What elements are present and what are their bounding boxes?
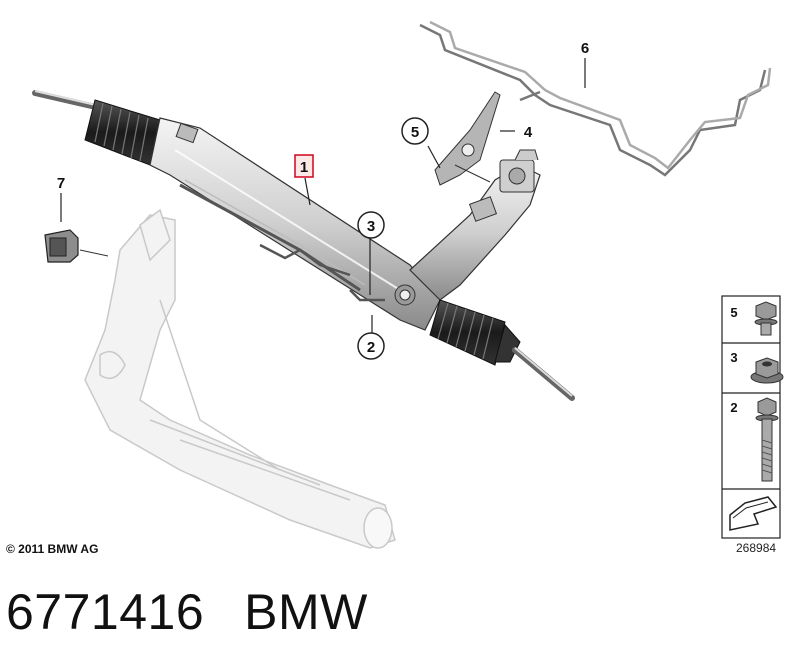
callout-5[interactable]: 5 <box>401 117 429 145</box>
callout-3[interactable]: 3 <box>357 211 385 239</box>
right-tie-rod <box>512 347 575 401</box>
ghost-steering-rack <box>84 208 396 549</box>
part-caption: 6771416 BMW <box>6 583 408 641</box>
right-bellows-boot <box>429 299 521 366</box>
rack-housing <box>149 117 441 331</box>
hardware-legend: 5 3 2 <box>721 295 784 539</box>
callout-7[interactable]: 7 <box>57 175 65 192</box>
hex-bolt-long-icon <box>755 397 779 482</box>
hex-bolt-short-icon <box>754 301 778 336</box>
diagram-svg: 1 3 2 5 4 6 7 5 3 <box>32 20 784 549</box>
left-bellows-boot <box>84 99 161 166</box>
callout-2-label: 2 <box>367 339 375 356</box>
callout-1[interactable]: 1 <box>294 154 314 178</box>
clamp-part <box>44 229 109 263</box>
legend-row-bolt-long: 2 <box>730 397 779 482</box>
callout-1-label: 1 <box>300 159 308 176</box>
left-tie-rod <box>32 90 103 111</box>
legend-row-bolt-short: 5 <box>730 301 778 336</box>
leader-lines <box>60 58 586 333</box>
callout-4[interactable]: 4 <box>524 124 533 141</box>
pinion-valve-housing <box>409 149 541 301</box>
callout-2[interactable]: 2 <box>357 332 385 360</box>
hydraulic-line <box>419 20 772 177</box>
brand-name: BMW <box>244 584 368 640</box>
legend-row-2-label: 3 <box>730 350 737 365</box>
diagram-number: 268984 <box>736 541 777 555</box>
direction-arrow-icon <box>729 496 778 531</box>
legend-row-3-label: 2 <box>730 400 737 415</box>
legend-row-1-label: 5 <box>730 305 737 320</box>
part-number: 6771416 <box>6 584 205 640</box>
legend-row-nut: 3 <box>730 350 784 384</box>
callout-5-label: 5 <box>411 124 419 141</box>
callout-6[interactable]: 6 <box>581 40 589 57</box>
flange-nut-icon <box>750 357 784 384</box>
bracket-part <box>434 91 501 186</box>
callout-3-label: 3 <box>367 218 375 235</box>
copyright-notice: © 2011 BMW AG <box>6 542 99 556</box>
